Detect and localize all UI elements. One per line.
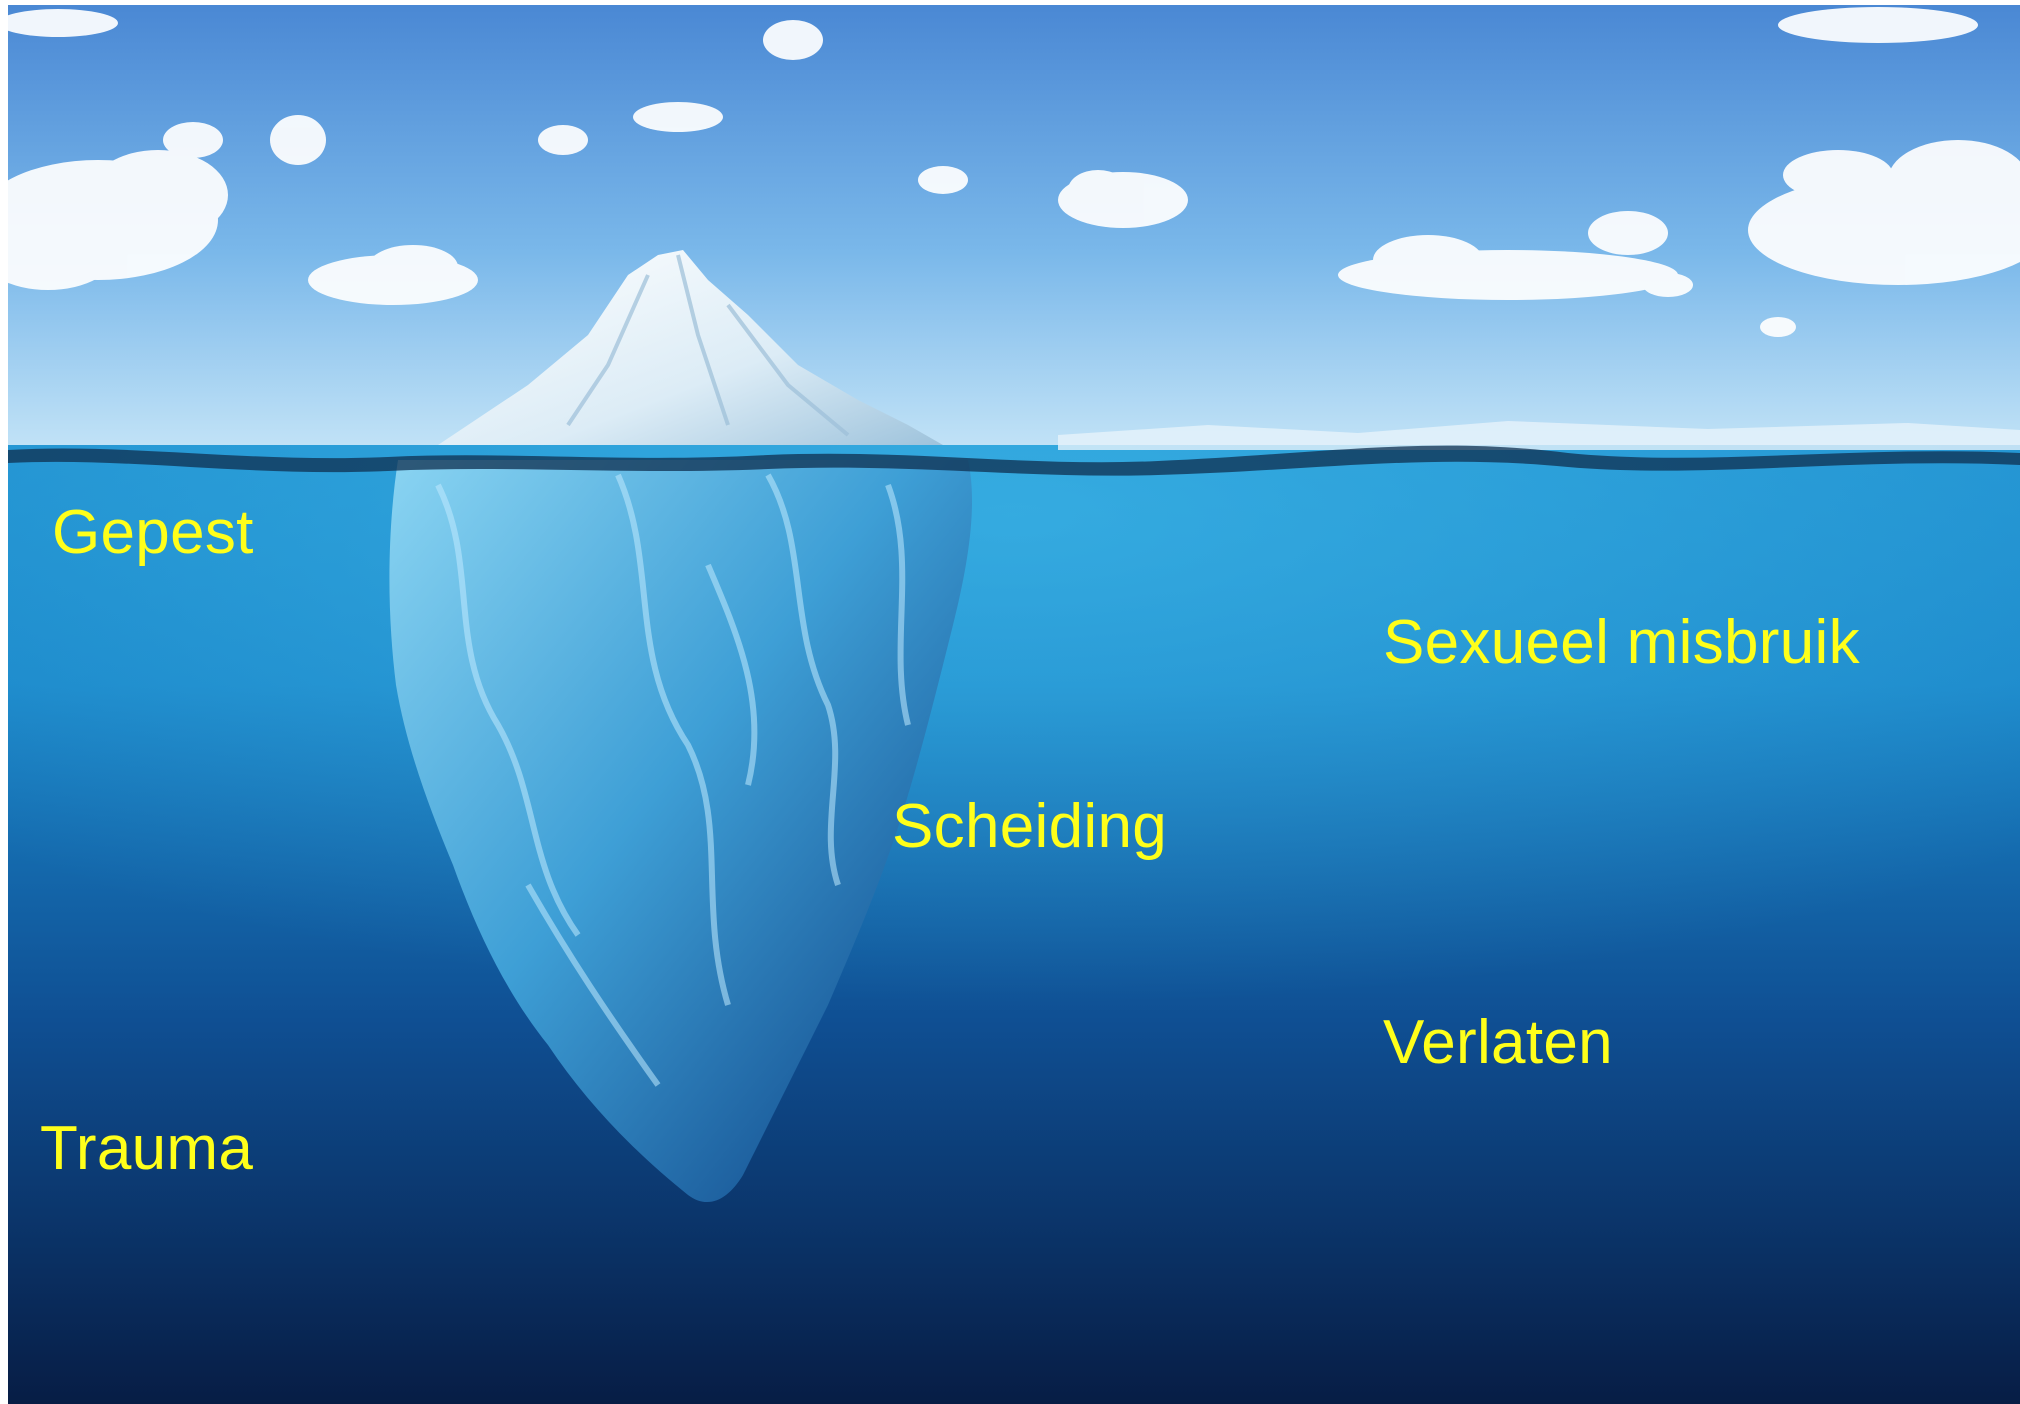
iceberg-underwater	[389, 460, 973, 1203]
label-gepest: Gepest	[52, 498, 254, 567]
clouds	[8, 7, 2020, 337]
label-sexueel-misbruik: Sexueel misbruik	[1383, 608, 1860, 677]
iceberg-photo	[8, 5, 2020, 1404]
label-scheiding: Scheiding	[892, 792, 1168, 861]
iceberg-tip	[438, 250, 943, 445]
sky	[8, 5, 2020, 455]
label-verlaten: Verlaten	[1383, 1008, 1613, 1077]
ice-texture	[435, 473, 911, 1087]
horizon-ice	[1058, 421, 2020, 450]
iceberg-illustration	[8, 5, 2020, 1404]
ocean-glow	[8, 445, 2020, 1145]
waterline	[8, 445, 2020, 476]
label-trauma: Trauma	[40, 1114, 254, 1183]
